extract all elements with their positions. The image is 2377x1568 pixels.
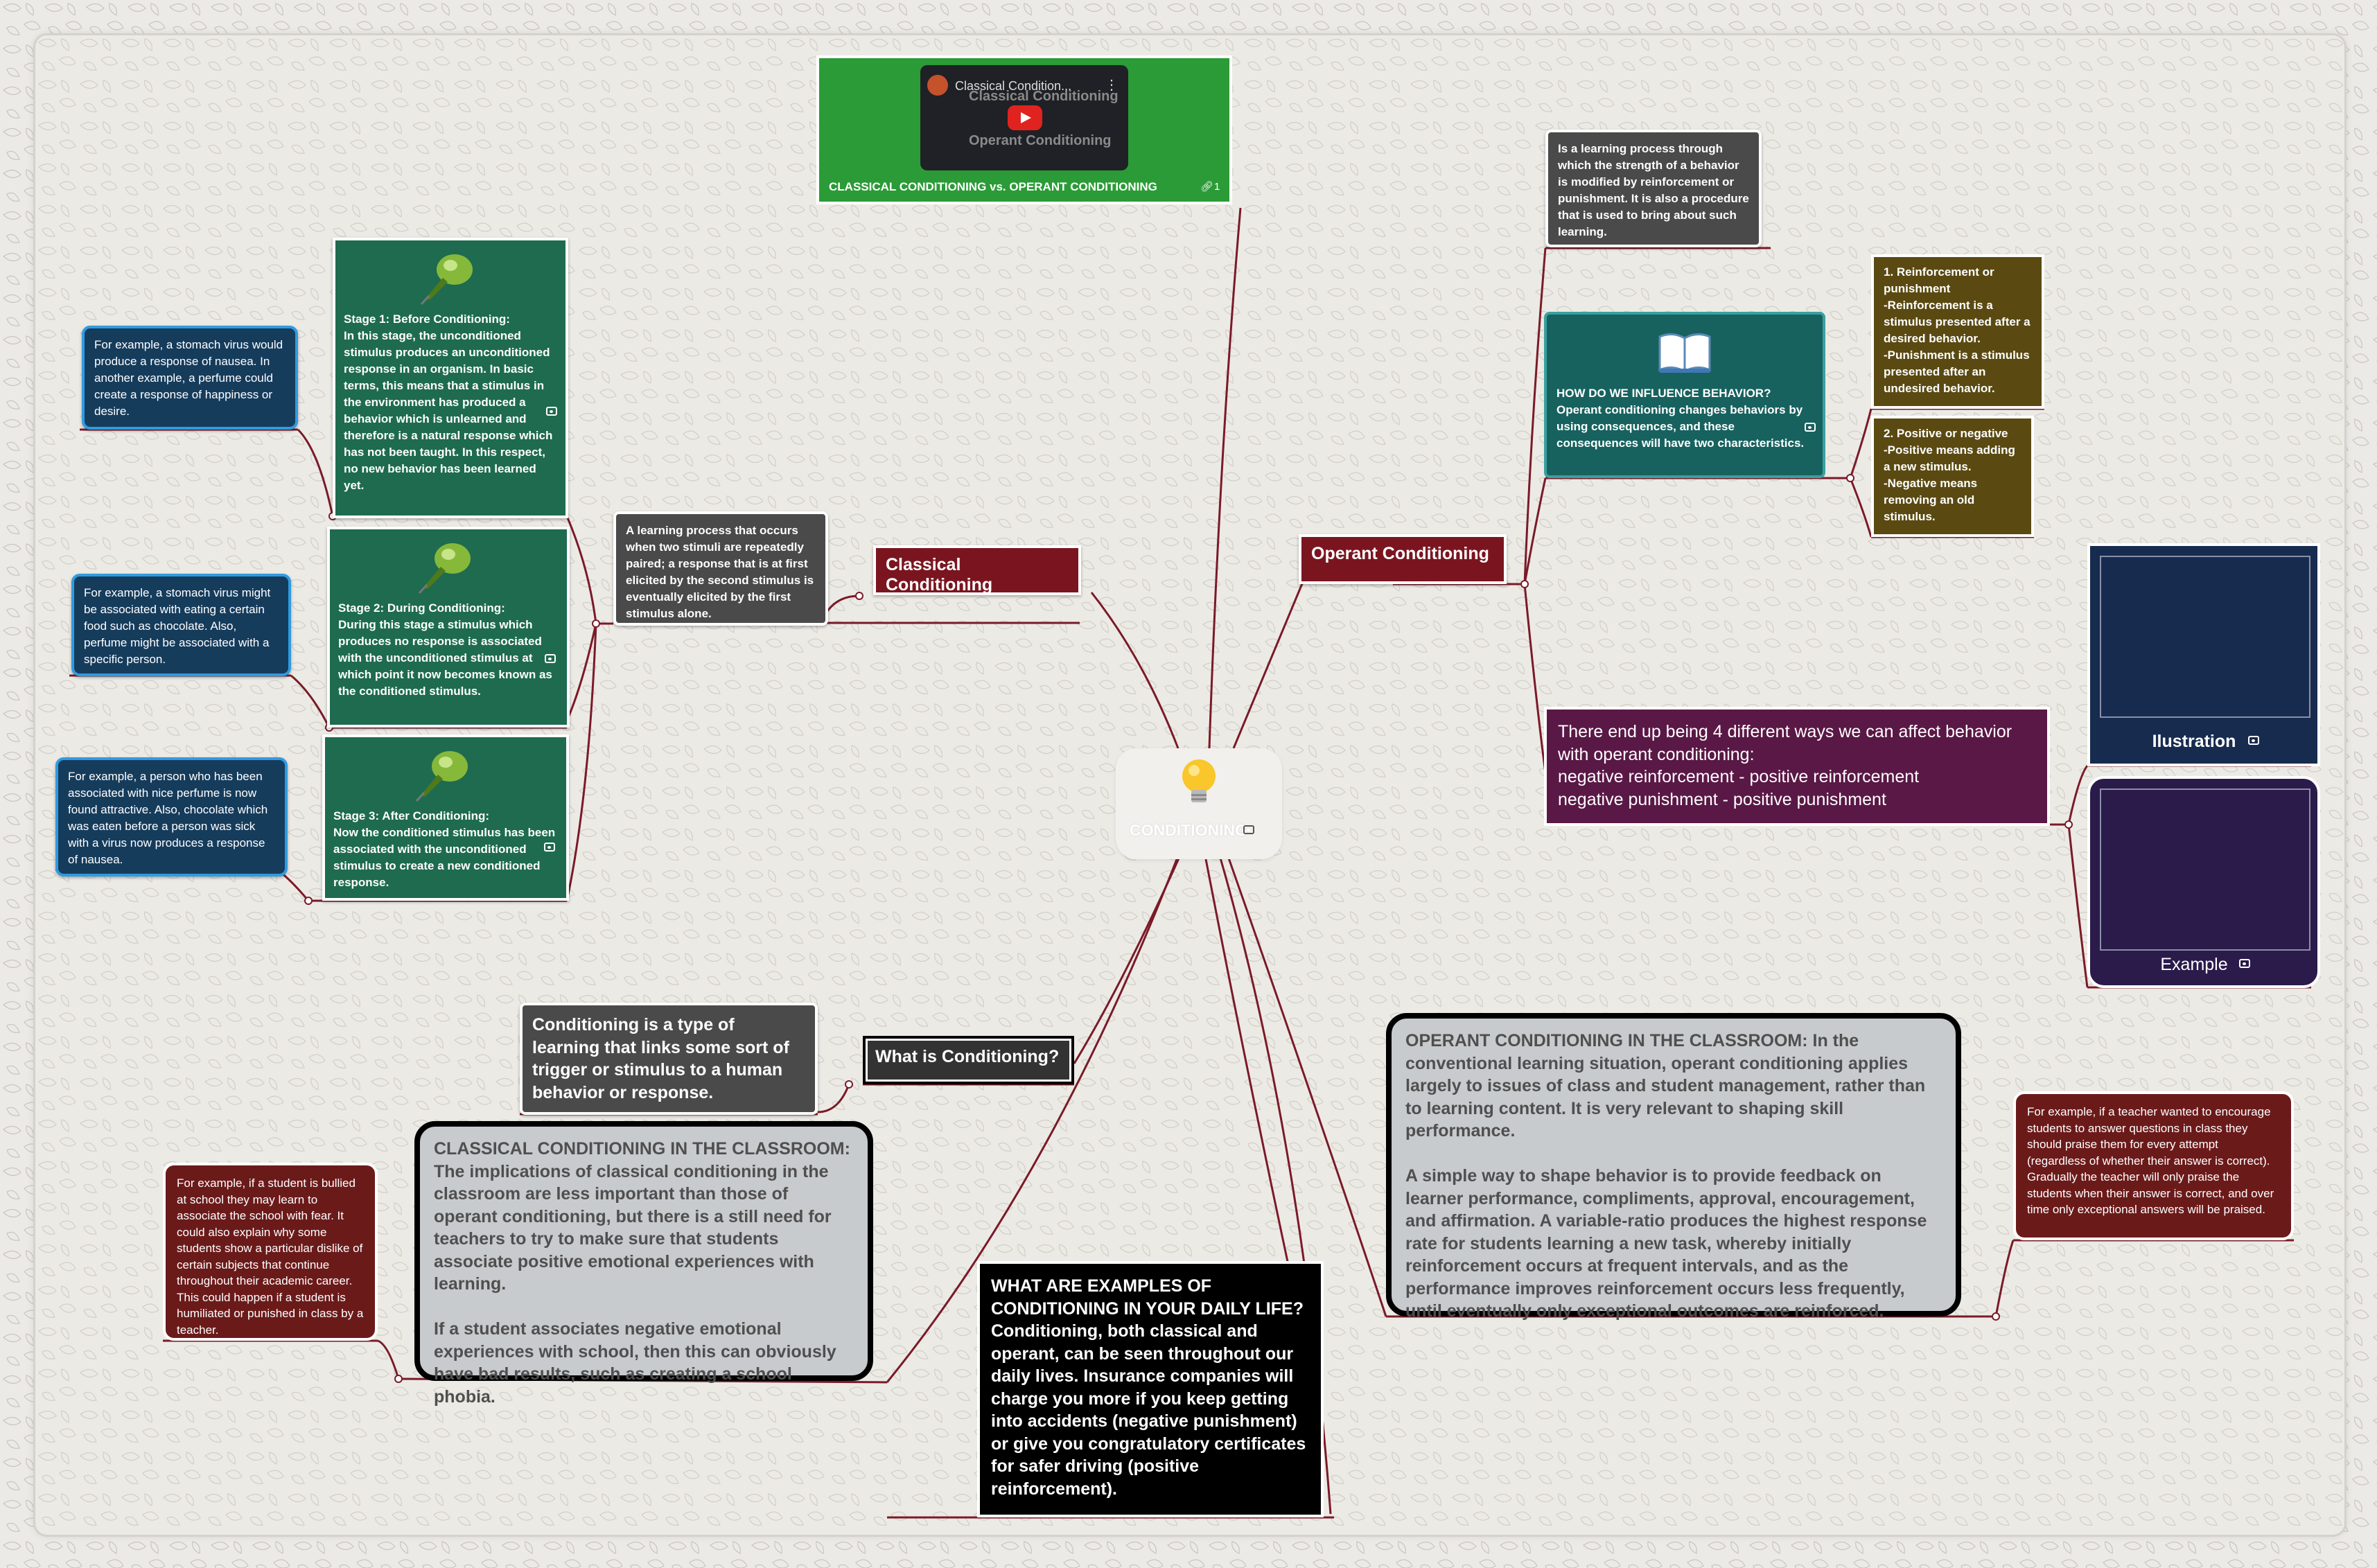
link-count: 1 — [1214, 181, 1220, 193]
play-icon[interactable] — [1008, 105, 1042, 130]
characteristic-1[interactable]: 1. Reinforcement or punishment -Reinforc… — [1871, 254, 2044, 409]
pushpin-icon — [415, 751, 468, 802]
stage-3-text: Stage 3: After Conditioning: Now the con… — [333, 809, 556, 889]
classical-conditioning-node[interactable]: Classical Conditioning — [873, 545, 1081, 595]
influence-node[interactable]: HOW DO WE INFLUENCE BEHAVIOR? Operant co… — [1544, 312, 1825, 478]
illustration-label: Ilustration — [2152, 732, 2236, 751]
stage-3-example-text: For example, a person who has been assoc… — [68, 770, 268, 866]
link-icon[interactable]: 🔗︎ — [1200, 181, 1214, 193]
classical-classroom-node[interactable]: CLASSICAL CONDITIONING IN THE CLASSROOM:… — [414, 1121, 873, 1407]
image-icon — [2239, 959, 2250, 968]
what-label: What is Conditioning? — [875, 1047, 1060, 1066]
video-node[interactable]: Classical Condition... ⋮ Classical Condi… — [816, 55, 1232, 204]
what-definition-text: Conditioning is a type of learning that … — [532, 1015, 789, 1102]
characteristic-2[interactable]: 2. Positive or negative -Positive means … — [1871, 416, 2034, 537]
classical-label: Classical Conditioning — [886, 555, 993, 594]
classical-classroom-text: CLASSICAL CONDITIONING IN THE CLASSROOM:… — [434, 1139, 850, 1407]
classical-definition[interactable]: A learning process that occurs when two … — [613, 511, 828, 626]
daily-life-text: WHAT ARE EXAMPLES OF CONDITIONING IN YOU… — [991, 1276, 1306, 1499]
video-thumb-bottom: Operant Conditioning — [969, 133, 1112, 148]
four-ways-node[interactable]: There end up being 4 different ways we c… — [1544, 707, 2050, 826]
video-thumbnail[interactable]: Classical Condition... ⋮ Classical Condi… — [920, 65, 1128, 170]
operant-classroom-example-text: For example, if a teacher wanted to enco… — [2027, 1105, 2274, 1216]
lightbulb-icon — [1182, 759, 1216, 802]
image-icon — [1243, 825, 1254, 834]
pushpin-icon — [418, 543, 471, 594]
classical-definition-text: A learning process that occurs when two … — [626, 524, 814, 620]
image-icon — [1805, 423, 1816, 432]
characteristic-2-text: 2. Positive or negative -Positive means … — [1884, 427, 2015, 523]
book-icon — [1658, 333, 1711, 373]
operant-classroom-node[interactable]: OPERANT CONDITIONING IN THE CLASSROOM: I… — [1386, 1013, 1961, 1321]
classical-classroom-example-text: For example, if a student is bullied at … — [177, 1177, 364, 1337]
stage-1-example[interactable]: For example, a stomach virus would produ… — [82, 326, 298, 430]
what-is-conditioning-node[interactable]: What is Conditioning? — [863, 1036, 1074, 1084]
example-image-label: Example — [2160, 955, 2228, 974]
stage-2-node[interactable]: Stage 2: During Conditioning: During thi… — [327, 527, 570, 728]
operant-conditioning-node[interactable]: Operant Conditioning — [1299, 534, 1507, 584]
video-thumb-top: Classical Conditioning — [969, 89, 1119, 104]
channel-avatar — [927, 75, 948, 96]
video-thumb-title: Classical Condition... — [955, 79, 1072, 93]
illustration-image — [2100, 556, 2310, 718]
daily-life-node[interactable]: WHAT ARE EXAMPLES OF CONDITIONING IN YOU… — [977, 1261, 1324, 1517]
stage-1-text: Stage 1: Before Conditioning: In this st… — [344, 312, 553, 492]
what-definition[interactable]: Conditioning is a type of learning that … — [520, 1003, 818, 1115]
video-label: CLASSICAL CONDITIONING vs. OPERANT CONDI… — [829, 180, 1157, 193]
image-icon — [544, 843, 555, 852]
image-icon — [2248, 736, 2259, 745]
illustration-node[interactable]: Ilustration — [2087, 543, 2320, 766]
stage-3-node[interactable]: Stage 3: After Conditioning: Now the con… — [322, 734, 569, 901]
more-icon[interactable]: ⋮ — [1105, 78, 1119, 93]
center-title: CONDITIONING — [1130, 821, 1247, 839]
four-ways-text: There end up being 4 different ways we c… — [1558, 722, 2012, 809]
influence-text: HOW DO WE INFLUENCE BEHAVIOR? Operant co… — [1556, 387, 1805, 450]
pushpin-icon — [420, 254, 473, 306]
center-node[interactable]: CONDITIONING — [1116, 748, 1282, 859]
image-icon — [546, 407, 557, 416]
image-icon — [545, 654, 556, 663]
operant-label: Operant Conditioning — [1311, 544, 1489, 563]
classical-classroom-example[interactable]: For example, if a student is bullied at … — [163, 1163, 378, 1341]
stage-1-example-text: For example, a stomach virus would produ… — [94, 338, 283, 418]
example-image — [2100, 789, 2310, 951]
characteristic-1-text: 1. Reinforcement or punishment -Reinforc… — [1884, 265, 2030, 395]
stage-2-text: Stage 2: During Conditioning: During thi… — [338, 601, 552, 698]
operant-definition[interactable]: Is a learning process through which the … — [1545, 130, 1762, 247]
example-image-node[interactable]: Example — [2087, 776, 2320, 988]
stage-1-node[interactable]: Stage 1: Before Conditioning: In this st… — [333, 238, 568, 518]
stage-2-example[interactable]: For example, a stomach virus might be as… — [71, 574, 291, 676]
stage-2-example-text: For example, a stomach virus might be as… — [84, 586, 271, 666]
operant-classroom-text: OPERANT CONDITIONING IN THE CLASSROOM: I… — [1405, 1031, 1927, 1321]
stage-3-example[interactable]: For example, a person who has been assoc… — [55, 757, 288, 877]
operant-definition-text: Is a learning process through which the … — [1558, 142, 1749, 238]
operant-classroom-example[interactable]: For example, if a teacher wanted to enco… — [2013, 1091, 2294, 1240]
